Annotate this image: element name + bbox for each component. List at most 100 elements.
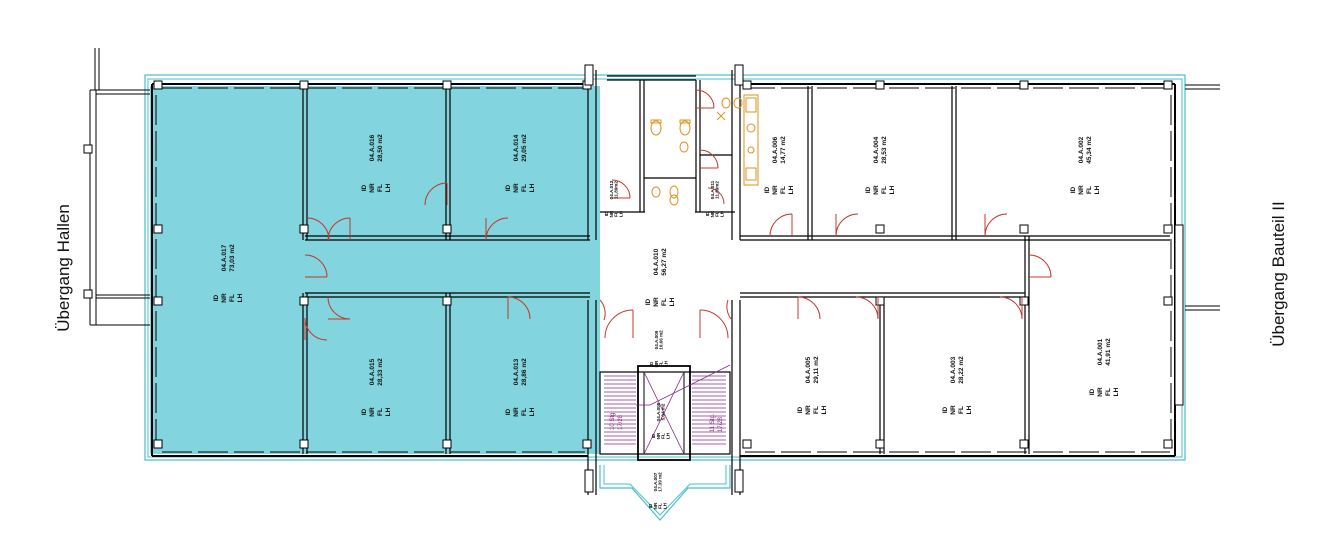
room-attribute: LH	[788, 185, 795, 194]
room-area: 28,53 m2	[881, 136, 888, 164]
room-attribute: LH	[1094, 185, 1101, 194]
room-attribute: FL	[1086, 186, 1093, 194]
room-area: 45,34 m2	[1086, 136, 1093, 164]
room-attribute: ID	[604, 211, 609, 216]
room-area: 28,33 m2	[377, 358, 384, 386]
room-attribute: FL	[659, 361, 664, 367]
room-attribute: NR	[653, 502, 658, 509]
west-connection	[83, 48, 150, 326]
room-id: 04.A.015	[369, 358, 376, 385]
room-attribute: ID	[648, 503, 653, 508]
room-attribute: FL	[958, 406, 965, 414]
room-attribute: LH	[669, 297, 676, 306]
room-attribute: LH	[719, 210, 724, 217]
room-attribute: NR	[221, 293, 228, 303]
room-id: 04.A.006	[772, 136, 779, 163]
stair-label-east-ratio: 17/28	[718, 416, 724, 432]
room-attribute: FL	[715, 211, 720, 217]
room-attribute: NR	[805, 405, 812, 415]
room-attribute: FL	[229, 294, 236, 302]
room-attribute: ID	[865, 186, 872, 193]
room-attribute: LH	[966, 405, 973, 414]
room-attribute: ID	[649, 361, 654, 366]
room-attribute: LH	[665, 432, 670, 439]
room-attribute: FL	[658, 503, 663, 509]
stair-label-west-steps: 10 Stg.	[610, 411, 616, 430]
room-id: 04.A.007	[653, 472, 658, 491]
room-id: 04.A.002	[1078, 136, 1085, 163]
room-attribute: ID	[213, 294, 220, 301]
room-attribute: NR	[873, 185, 880, 195]
room-attribute: LH	[662, 502, 667, 509]
room-id: 04.A.012	[609, 180, 614, 199]
room-id: 04.A.014	[513, 134, 520, 161]
room-id: 04.A.005	[805, 356, 812, 383]
stair-labels: 10 Stg. 17/28 11 Stg. 17/28	[610, 411, 724, 432]
room-attribute: FL	[661, 433, 666, 439]
sanitary-fixtures	[650, 94, 759, 206]
room-attribute: LH	[529, 407, 536, 416]
room-id: 04.A.010	[653, 248, 660, 275]
room-attribute: NR	[513, 407, 520, 417]
room-attribute: FL	[661, 298, 668, 306]
room-attribute: LH	[663, 360, 668, 367]
room-id: 04.A.011	[710, 180, 715, 199]
room-attribute: FL	[614, 211, 619, 217]
room-attribute: LH	[1113, 387, 1120, 396]
room-attribute: NR	[513, 183, 520, 193]
room-attribute: LH	[821, 405, 828, 414]
stair-label-west-ratio: 17/28	[618, 414, 624, 430]
doors	[304, 89, 1052, 341]
room-attribute: ID	[1070, 186, 1077, 193]
room-id: 04.A.017	[221, 244, 228, 271]
room-attribute: LH	[385, 183, 392, 192]
room-attribute: NR	[772, 185, 779, 195]
room-attribute: NR	[1078, 185, 1085, 195]
room-attribute: LH	[618, 210, 623, 217]
room-attribute: ID	[942, 406, 949, 413]
room-attribute: ID	[505, 408, 512, 415]
room-area: 41,91 m2	[1105, 338, 1112, 366]
room-area: 73,03 m2	[229, 244, 236, 272]
room-area: 29,11 m2	[813, 356, 820, 383]
room-attribute: ID	[1089, 388, 1096, 395]
room-area: 11,89m2	[614, 181, 619, 199]
stairs	[604, 364, 731, 455]
room-attribute: NR	[609, 210, 614, 217]
room-attribute: NR	[1097, 387, 1104, 397]
room-area: 56,27 m2	[661, 248, 668, 276]
room-attribute: NR	[656, 432, 661, 439]
room-area: 28,22 m2	[958, 356, 965, 384]
room-attribute: FL	[521, 408, 528, 416]
stair-label-east-steps: 11 Stg.	[710, 413, 716, 432]
room-id: 04.A.008	[656, 402, 661, 421]
room-attribute: ID	[797, 406, 804, 413]
room-area: 29,05 m2	[521, 134, 528, 162]
room-attribute: ID	[651, 433, 656, 438]
room-attribute: FL	[881, 186, 888, 194]
room-attribute: ID	[645, 298, 652, 305]
room-attribute: ID	[505, 184, 512, 191]
room-attribute: FL	[377, 184, 384, 192]
room-id: 04.A.001	[1097, 338, 1104, 365]
interior-walls	[302, 70, 1170, 495]
room-attribute: LH	[529, 183, 536, 192]
room-attribute: LH	[385, 407, 392, 416]
room-area: 11,89m2	[715, 181, 720, 199]
room-id: 04.A.004	[873, 136, 880, 163]
label-uebergang-bauteil-ii: Übergang Bauteil II	[1269, 201, 1288, 347]
room-attribute: NR	[369, 407, 376, 417]
room-attribute: ID	[361, 408, 368, 415]
room-area: 28,86 m2	[521, 358, 528, 386]
